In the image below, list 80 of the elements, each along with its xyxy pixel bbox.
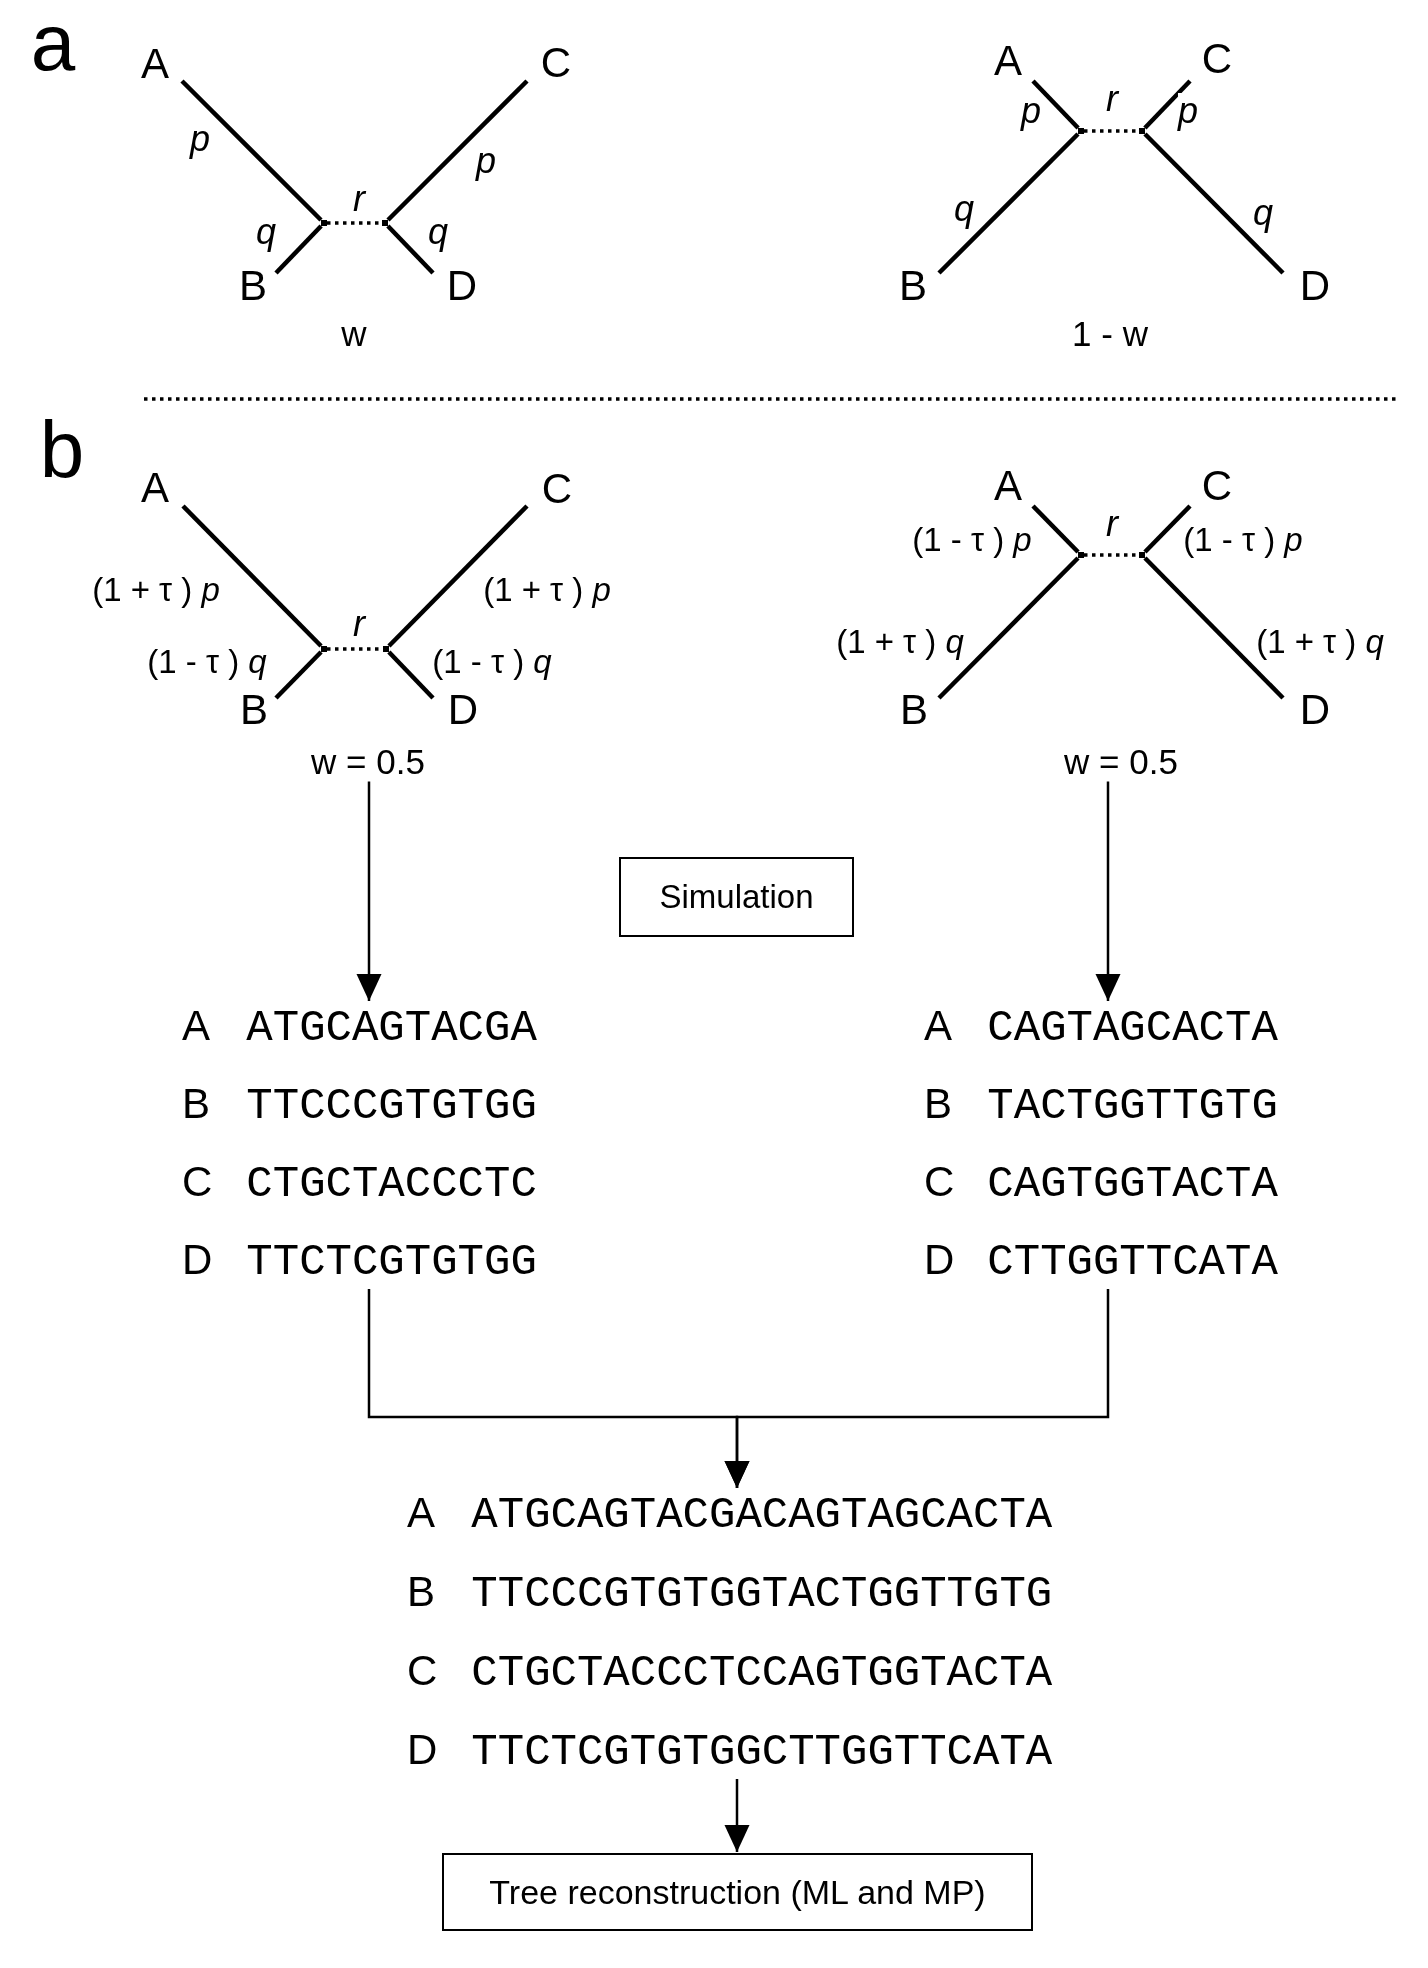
branch-point xyxy=(1139,128,1145,134)
dna-sequence: ATGCAGTACGA xyxy=(246,1004,537,1052)
branch-line xyxy=(937,556,1080,700)
taxon-label: A xyxy=(992,40,1024,82)
dna-sequence: CTGCTACCCTC xyxy=(246,1160,537,1208)
branch-point xyxy=(1139,552,1145,558)
taxon-label: A xyxy=(139,467,171,509)
taxon-label: D xyxy=(444,265,480,307)
branch-label: p xyxy=(1178,93,1198,129)
dna-sequence: CTGCTACCCTCCAGTGGTACTA xyxy=(471,1649,1053,1697)
branch-line xyxy=(937,132,1080,275)
weight-label: 1 - w xyxy=(1072,315,1148,351)
taxon-label: B xyxy=(182,1080,211,1128)
branch-point xyxy=(383,646,389,652)
taxon-label: B xyxy=(238,689,270,731)
weight-label: w = 0.5 xyxy=(311,743,425,779)
taxon-label: D xyxy=(924,1236,955,1284)
taxon-label: A xyxy=(407,1489,436,1537)
branch-point xyxy=(321,220,327,226)
taxon-label: C xyxy=(539,468,575,510)
dna-sequence: TTCTCGTGTGGCTTGGTTCATA xyxy=(471,1728,1053,1776)
taxon-label: D xyxy=(182,1236,213,1284)
branch-point xyxy=(382,220,388,226)
taxon-label: C xyxy=(924,1158,955,1206)
arrow xyxy=(356,781,382,1001)
arrow xyxy=(1095,781,1121,1001)
taxon-label: B xyxy=(898,689,930,731)
branch-line xyxy=(386,224,435,275)
branch-line xyxy=(387,504,529,648)
branch-line xyxy=(1031,79,1080,130)
weight-label: w = 0.5 xyxy=(1064,743,1178,779)
arrow xyxy=(724,1779,750,1852)
dna-sequence: TTCCCGTGTGGTACTGGTTGTG xyxy=(471,1570,1053,1618)
taxon-label: B xyxy=(897,265,929,307)
branch-line xyxy=(386,79,529,222)
taxon-label: C xyxy=(1199,465,1235,507)
dna-sequence: CAGTAGCACTA xyxy=(987,1004,1278,1052)
dna-sequence: CAGTGGTACTA xyxy=(987,1160,1278,1208)
taxon-label: A xyxy=(139,43,171,85)
weight-label: w xyxy=(341,315,367,351)
arrow xyxy=(724,1289,1110,1488)
taxon-label: D xyxy=(1297,689,1333,731)
dna-sequence: TACTGGTTGTG xyxy=(987,1082,1278,1130)
dotted-branch-line xyxy=(327,221,382,225)
dna-sequence: ATGCAGTACGACAGTAGCACTA xyxy=(471,1491,1053,1539)
process-box: Tree reconstruction (ML and MP) xyxy=(442,1853,1033,1931)
taxon-label: A xyxy=(182,1002,211,1050)
panel-letter: a xyxy=(30,3,76,83)
taxon-label: C xyxy=(407,1647,438,1695)
branch-line xyxy=(387,650,435,700)
taxon-label: C xyxy=(182,1158,213,1206)
taxon-label: A xyxy=(992,465,1024,507)
dna-sequence: TTCCCGTGTGG xyxy=(246,1082,537,1130)
taxon-label: A xyxy=(924,1002,953,1050)
taxon-label: B xyxy=(924,1080,953,1128)
taxon-label: C xyxy=(1199,38,1235,80)
taxon-label: B xyxy=(237,265,269,307)
branch-line xyxy=(1031,504,1080,554)
panel-letter: b xyxy=(39,410,85,490)
dotted-branch-line xyxy=(1084,553,1139,557)
taxon-label: D xyxy=(1297,265,1333,307)
dna-sequence: CTTGGTTCATA xyxy=(987,1238,1278,1286)
taxon-label: B xyxy=(407,1568,436,1616)
branch-line xyxy=(1143,504,1192,554)
branch-line xyxy=(274,650,323,700)
branch-point xyxy=(1078,128,1084,134)
taxon-label: C xyxy=(538,42,574,84)
branch-line xyxy=(274,224,323,275)
branch-line xyxy=(1143,79,1192,130)
taxon-label: D xyxy=(445,689,481,731)
branch-point xyxy=(321,646,327,652)
dotted-branch-line xyxy=(1084,129,1139,133)
branch-line xyxy=(1143,556,1285,700)
taxon-label: D xyxy=(407,1726,438,1774)
process-box: Simulation xyxy=(619,857,854,937)
branch-line xyxy=(180,79,323,222)
branch-line xyxy=(181,504,323,648)
branch-point xyxy=(1078,552,1084,558)
branch-line xyxy=(1143,132,1285,275)
dna-sequence: TTCTCGTGTGG xyxy=(246,1238,537,1286)
